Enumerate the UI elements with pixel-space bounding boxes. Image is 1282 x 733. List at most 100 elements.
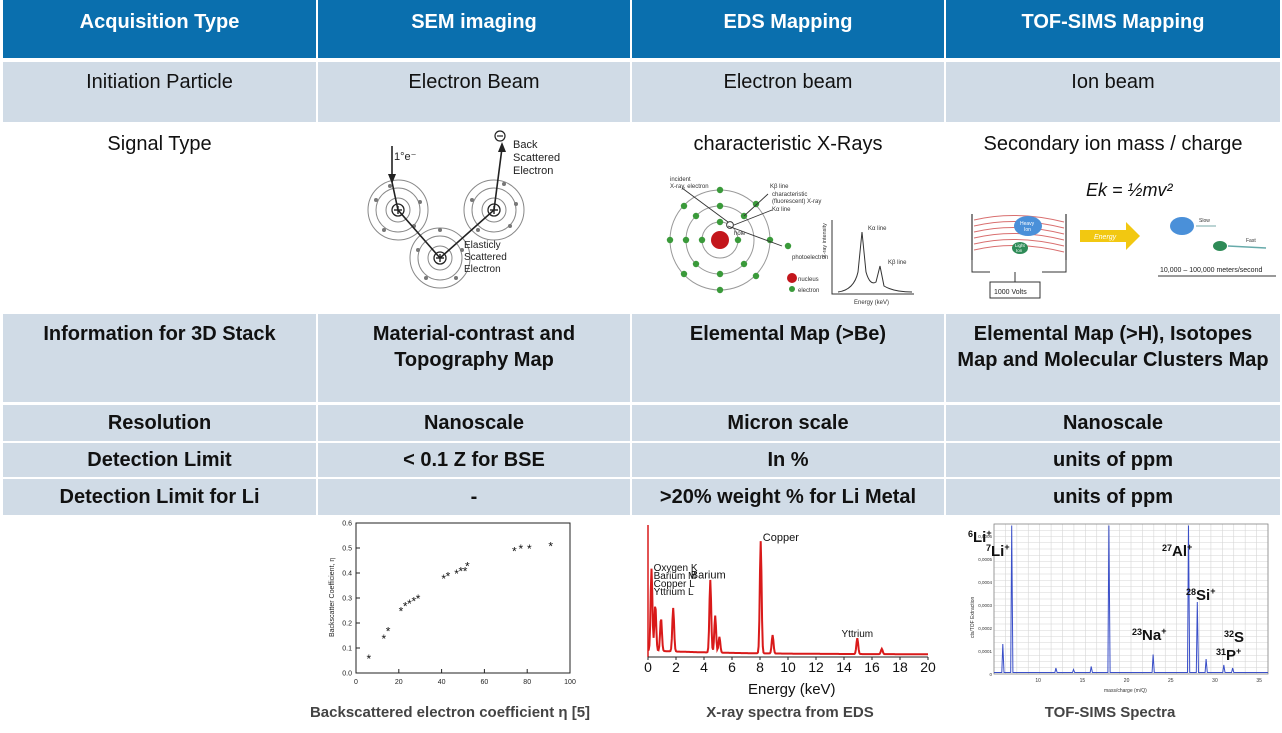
tof-peak-label: 32S [1224, 629, 1244, 646]
tof-light-label-2: Ion [1016, 248, 1023, 253]
x-tick-label: 40 [438, 679, 446, 686]
tof-spectrum-line [994, 525, 1268, 673]
x-tick-label: 15 [1080, 678, 1086, 684]
x-tick-label: 20 [920, 659, 936, 675]
x-tick-label: 16 [864, 659, 880, 675]
tof-diagram-cell: Secondary ion mass / charge Ek = ½mv² He… [946, 122, 1280, 312]
data-point: * [527, 542, 532, 556]
x-tick-label: 10 [1035, 678, 1041, 684]
data-point: * [411, 595, 416, 609]
tof-peak-label: 28Si+ [1186, 586, 1215, 604]
eds-photoelectron-label: photoelectron [792, 255, 828, 261]
eds-peak-label: Yttrium [841, 629, 873, 640]
cell-sem-detection-li: - [318, 479, 630, 515]
table-row: Resolution Nanoscale Micron scale Nanosc… [0, 405, 1282, 441]
caption-tof: TOF-SIMS Spectra [1044, 704, 1176, 721]
eds-peak-label: Barium M [654, 571, 697, 582]
y-tick-label: 0.3 [342, 596, 352, 603]
tof-heavy-label: Heavy [1020, 221, 1035, 227]
cell-sem-resolution: Nanoscale [318, 405, 630, 441]
sem-scattered-label: Scattered [513, 152, 560, 164]
cell-tof-initiation: Ion beam [946, 62, 1280, 122]
x-tick-label: 100 [564, 679, 576, 686]
cell-sem-initiation: Electron Beam [318, 62, 630, 122]
data-point: * [399, 605, 404, 619]
row-label-detection-li: Detection Limit for Li [3, 479, 316, 515]
eds-atom-diagram: nucleus electron incident X-ray, electro… [666, 177, 914, 306]
tof-light-label: Light [1015, 243, 1026, 248]
row-label-resolution: Resolution [3, 405, 316, 441]
x-tick-label: 30 [1212, 678, 1218, 684]
data-point: * [416, 592, 421, 606]
x-tick-label: 0 [644, 659, 652, 675]
y-tick-label: 0.0 [342, 671, 352, 678]
y-tick-label: 0,0006 [978, 534, 992, 539]
x-tick-label: 35 [1256, 678, 1262, 684]
eds-xaxis-label: Energy (keV) [854, 300, 889, 306]
y-tick-label: 0.6 [342, 521, 352, 528]
y-tick-label: 0,0004 [978, 580, 992, 585]
data-point: * [407, 597, 412, 611]
sem-back-label: Back [513, 139, 538, 151]
cell-eds-resolution: Micron scale [632, 405, 944, 441]
eds-peak-label: Yttrium L [654, 587, 694, 598]
data-point: * [548, 540, 553, 554]
row-label-detection: Detection Limit [3, 443, 316, 477]
y-tick-label: 0 [989, 672, 992, 677]
eds-peak-label: Oxygen K [654, 563, 698, 574]
eds-nucleus-label: nucleus [798, 277, 819, 283]
cell-tof-signal: Secondary ion mass / charge [983, 133, 1243, 155]
x-tick-label: 10 [780, 659, 796, 675]
eds-peak-label: Barium [691, 569, 726, 581]
sem-chart-ylabel: Backscatter Coefficient, η [329, 558, 336, 637]
data-point: * [403, 600, 408, 614]
tof-chart-xlabel: mass/charge (m/Q) [1104, 688, 1147, 694]
header-tof-sims-mapping: TOF-SIMS Mapping [946, 0, 1280, 58]
header-eds-mapping: EDS Mapping [632, 0, 944, 58]
tof-energy-label: Energy [1094, 234, 1117, 241]
caption-sem: Backscattered electron coefficient η [5] [309, 704, 591, 721]
y-tick-label: 0,0003 [978, 603, 992, 608]
eds-peak-label: Copper L [654, 579, 696, 590]
x-tick-label: 18 [892, 659, 908, 675]
sem-primary-label: 1°e⁻ [394, 151, 417, 163]
data-point: * [463, 565, 468, 579]
tof-peak-label: 23Na+ [1132, 626, 1166, 644]
data-point: * [386, 625, 391, 639]
sem-elastic-label-2: Scattered [464, 252, 507, 263]
tof-chart-frame [993, 523, 1269, 675]
x-tick-label: 25 [1168, 678, 1174, 684]
y-tick-label: 0.5 [342, 546, 352, 553]
cell-sem-info: Material-contrast and Topography Map [318, 314, 630, 402]
eds-peak-ka-label: Kα line [868, 226, 887, 232]
data-point: * [518, 542, 523, 556]
header-sem-imaging: SEM imaging [318, 0, 630, 58]
caption-eds: X-ray spectra from EDS [706, 704, 874, 721]
sem-elastic-label-3: Electron [464, 264, 501, 275]
x-tick-label: 12 [808, 659, 824, 675]
data-point: * [512, 545, 517, 559]
cell-tof-detection-li: units of ppm [946, 479, 1280, 515]
y-tick-label: 0,0001 [978, 649, 992, 654]
tof-heavy-label-2: Ion [1024, 227, 1031, 233]
eds-spectrum-line [647, 541, 928, 656]
eds-kb-label: Kβ line [770, 184, 789, 190]
eds-hole-label: hole [734, 231, 746, 237]
cell-tof-detection: units of ppm [946, 443, 1280, 477]
tof-speed-label: 10,000 – 100,000 meters/second [1160, 267, 1262, 274]
eds-incident-label: incident [670, 177, 691, 183]
data-point: * [381, 632, 386, 646]
cell-eds-info: Elemental Map (>Be) [632, 314, 944, 402]
x-tick-label: 20 [1124, 678, 1130, 684]
y-tick-label: 0,0005 [978, 557, 992, 562]
tof-diagram: Ek = ½mv² Heavy Ion Light Ion [971, 180, 1276, 299]
x-tick-label: 2 [672, 659, 680, 675]
y-tick-label: 0.2 [342, 621, 352, 628]
row-label-info: Information for 3D Stack [3, 314, 316, 402]
row-label-signal: Signal Type [3, 122, 316, 312]
eds-electron-label: electron [798, 288, 819, 294]
y-tick-label: 0,0002 [978, 626, 992, 631]
eds-incident-label-2: X-ray, electron [670, 184, 709, 190]
